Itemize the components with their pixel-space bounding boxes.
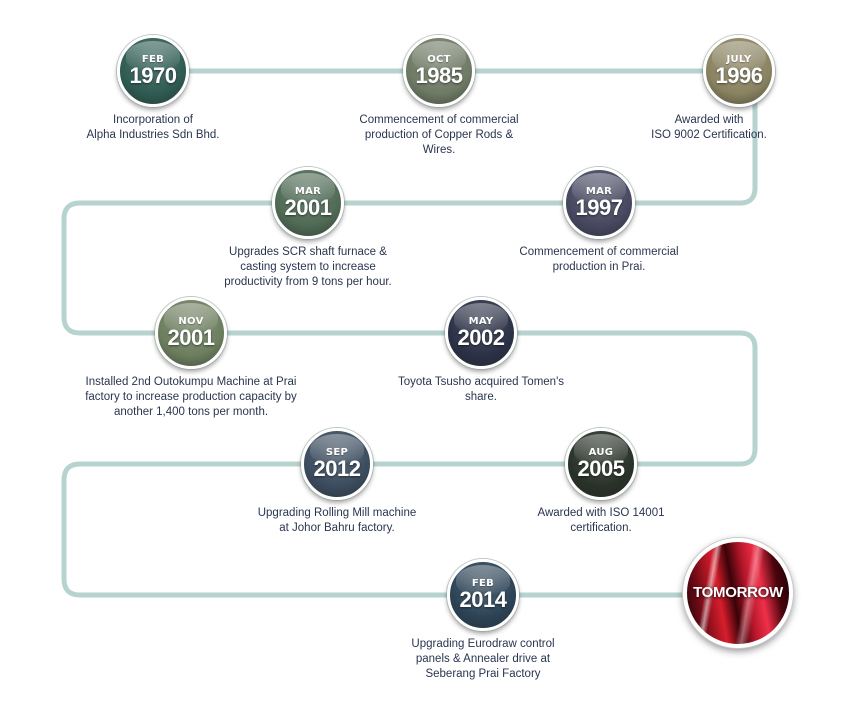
milestone-year: 1970 bbox=[129, 63, 177, 88]
milestone-year: 1997 bbox=[575, 195, 623, 220]
milestone-date-badge: NOV 2001 bbox=[155, 297, 227, 369]
milestone-description: Upgrading Eurodraw control panels & Anne… bbox=[411, 638, 555, 680]
milestone-year: 2014 bbox=[459, 587, 507, 612]
milestone-month: MAY bbox=[468, 316, 494, 327]
tomorrow-badge: TOMORROW bbox=[683, 538, 793, 648]
milestone-description: Upgrading Rolling Mill machine at Johor … bbox=[257, 507, 417, 534]
milestone-month: FEB bbox=[141, 54, 165, 65]
milestone-month: SEP bbox=[325, 447, 349, 458]
milestone-description: Toyota Tsusho acquired Tomen's share. bbox=[397, 376, 565, 403]
milestone-year: 2001 bbox=[284, 195, 332, 220]
milestone-year: 2012 bbox=[313, 456, 361, 481]
milestone-date-badge: FEB 1970 bbox=[117, 35, 189, 107]
milestone-description: Commencement of commercial production of… bbox=[359, 114, 519, 156]
milestone-year: 2005 bbox=[577, 456, 625, 481]
milestone-year: 1985 bbox=[415, 63, 463, 88]
milestone-date-badge: MAR 2001 bbox=[272, 167, 344, 239]
milestone-month: FEB bbox=[471, 578, 495, 589]
milestone-description: Incorporation of Alpha Industries Sdn Bh… bbox=[86, 114, 220, 141]
milestone-month: OCT bbox=[427, 54, 451, 65]
milestone-description: Upgrades SCR shaft furnace & casting sys… bbox=[224, 246, 392, 288]
milestone-month: MAR bbox=[294, 186, 322, 197]
milestone-date-badge: AUG 2005 bbox=[565, 428, 637, 500]
milestone-year: 2001 bbox=[167, 325, 215, 350]
milestone-month: AUG bbox=[588, 447, 614, 458]
milestone-date-badge: JULY 1996 bbox=[703, 35, 775, 107]
milestone-year: 2002 bbox=[457, 325, 505, 350]
milestone-description: Installed 2nd Outokumpu Machine at Prai … bbox=[85, 376, 297, 418]
milestone-description: Awarded with ISO 9002 Certification. bbox=[651, 114, 767, 141]
milestone-year: 1996 bbox=[715, 63, 763, 88]
tomorrow-label: TOMORROW bbox=[693, 584, 783, 601]
milestone-month: JULY bbox=[726, 54, 752, 65]
milestone-description: Awarded with ISO 14001 certification. bbox=[537, 507, 665, 534]
milestone-date-badge: MAR 1997 bbox=[563, 167, 635, 239]
milestone-date-badge: OCT 1985 bbox=[403, 35, 475, 107]
milestone-month: NOV bbox=[178, 316, 204, 327]
milestone-date-badge: MAY 2002 bbox=[445, 297, 517, 369]
milestone-month: MAR bbox=[585, 186, 613, 197]
milestone-date-badge: SEP 2012 bbox=[301, 428, 373, 500]
milestone-description: Commencement of commercial production in… bbox=[519, 246, 679, 273]
milestone-date-badge: FEB 2014 bbox=[447, 559, 519, 631]
timeline-connector-line bbox=[61, 68, 758, 598]
